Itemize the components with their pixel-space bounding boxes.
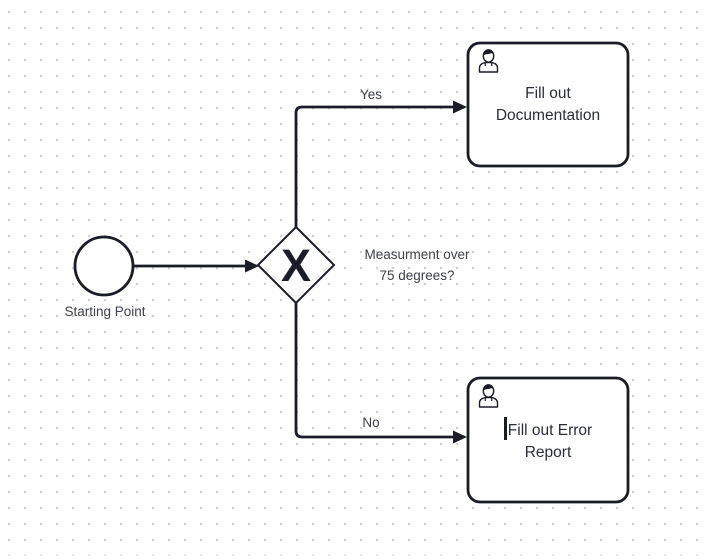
task-error-report-line1-text: Fill out Error [507,421,593,439]
task-error-report-line2: Report [524,443,572,461]
task-error-report-shape[interactable] [466,376,630,504]
user-icon [478,384,499,408]
task-error-report-label[interactable]: Fill out Error Report [468,378,628,502]
start-event-label[interactable]: Starting Point [64,304,146,319]
arrowhead-icon [453,100,467,114]
text-cursor [503,416,507,440]
sequence-flow-start-to-gateway[interactable] [133,259,259,273]
sequence-flow-yes[interactable] [294,100,467,228]
task-documentation-shape[interactable] [466,41,630,168]
gateway-x-symbol: X [281,240,311,291]
task-documentation-label[interactable]: Fill out Documentation [468,43,628,166]
task-documentation-line1: Fill out [525,84,571,102]
gateway-label[interactable]: Measurment over 75 degrees? [347,244,487,286]
user-icon [478,49,499,73]
no-branch-label[interactable]: No [362,415,380,430]
gateway-label-line2: 75 degrees? [379,268,455,283]
task-error-report-line1: Fill out Error [503,416,593,442]
task-documentation-line2: Documentation [495,106,601,124]
gateway-label-line1: Measurment over [364,247,470,262]
sequence-flow-no[interactable] [294,303,467,444]
yes-branch-label[interactable]: Yes [359,87,383,102]
arrowhead-icon [245,259,259,273]
start-event-shape[interactable] [73,235,135,297]
arrowhead-icon [453,430,467,444]
exclusive-gateway-shape[interactable]: X [256,225,336,305]
